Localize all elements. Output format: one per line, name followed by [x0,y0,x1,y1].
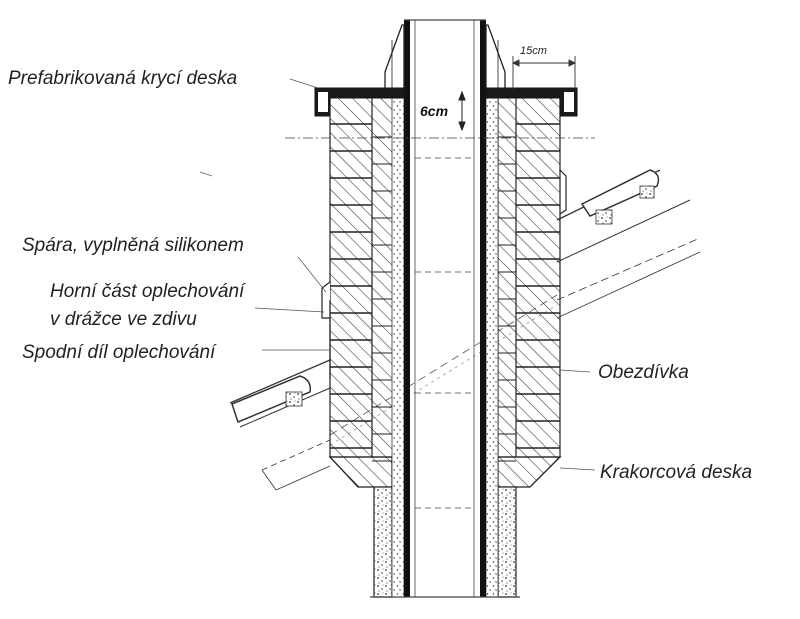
flue-liner [404,20,486,597]
label-cover-slab: Prefabrikovaná krycí deska [8,68,237,89]
corbel-slab [328,456,562,488]
stray-mark [199,171,213,177]
dimension-overhang [511,56,577,90]
flashing-left [321,281,331,380]
label-masonry: Obezdívka [598,362,689,383]
dimension-overhang-label: 15cm [520,45,547,57]
lower-chimney-body [373,486,517,598]
chimney-cap [384,24,506,91]
flue-duct [370,19,520,598]
dimension-air-gap [458,90,466,132]
label-lower-flashing: Spodní díl oplechování [22,342,217,363]
flashing-right [559,169,567,215]
masonry-cladding [329,94,561,462]
label-corbel-slab: Krakorcová deska [600,462,752,483]
leader-lines [254,78,596,471]
label-upper-flashing-1: Horní část oplechování [50,281,246,302]
roof-left [229,359,331,491]
label-joint: Spára, vyplněná silikonem [22,235,244,256]
label-upper-flashing-2: v drážce ve zdivu [50,309,197,330]
dimension-air-gap-label: 6cm [420,103,448,119]
roof-right [556,169,701,319]
cover-slab [314,87,578,117]
